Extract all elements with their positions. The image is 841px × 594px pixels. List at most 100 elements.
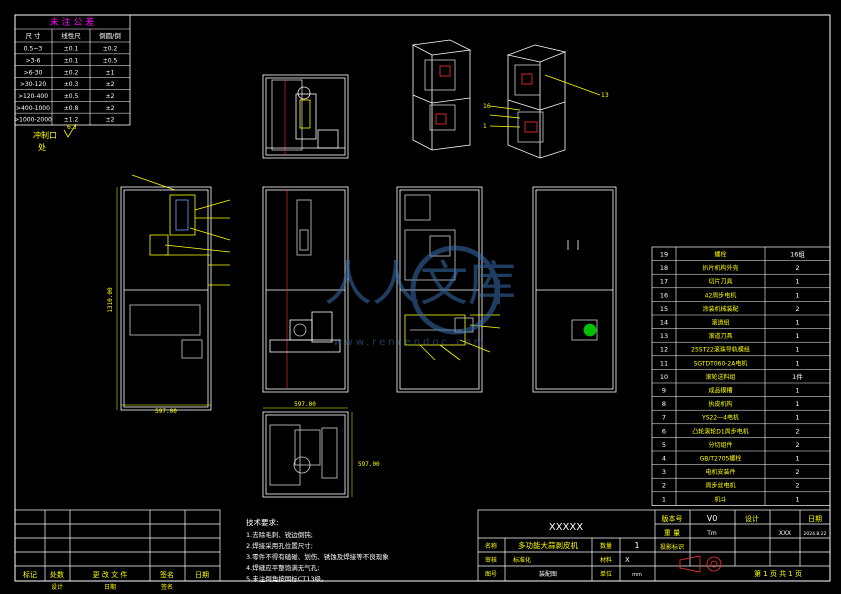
bom-name: 成品模槽 [708,387,732,395]
tb-qty-value: 1 [634,541,639,550]
bom-name: 25ST22滚珠导轨模组 [691,346,750,354]
tolerance-table: 未 注 公 差 尺 寸线性尺倒圆/倒 0.5~3±0.1±0.2>3-6±0.1… [14,14,131,126]
bom-no: 10 [660,373,668,381]
tolerance-rows: 0.5~3±0.1±0.2>3-6±0.1±0.5>6-30±0.2±1>30-… [14,46,130,124]
bom-name: 凸轮滚轮D1周步电机 [692,427,748,435]
tolerance-header-cell: 线性尺 [61,31,81,40]
revision-header: 更 改 文 件 [93,570,128,579]
bom-qty: 2 [795,468,799,476]
bom-name: 滚轮送料组 [705,373,735,381]
tb-check-label: 审核 [485,556,497,564]
isometric-view-right [489,44,601,159]
bom-no: 7 [662,414,666,422]
top-depth-dim: 597.00 [358,461,380,468]
iso-label-b: 16 [483,103,491,110]
tolerance-cell: ±0.8 [64,105,79,112]
bom-no: 12 [660,346,668,354]
tb-drawing-name: 多功能大蒜剥皮机 [518,540,578,550]
bom-qty: 1 [795,291,799,299]
revision-header-2: 签名 [161,583,173,591]
bom-qty: 1 [795,332,799,340]
iso-label-a: 13 [601,92,609,99]
front-view [116,174,231,411]
tb-drawingno-label: 图号 [485,571,497,578]
tech-note-item: 1.去除毛刺、锐边倒钝; [246,530,313,539]
tb-name-label: 名称 [485,542,497,550]
bom-name: SGTDT060-2A电机 [694,359,748,367]
tech-note-item: 4.焊缝应平整饱满无气孔; [246,563,319,572]
tolerance-cell: >30-120 [20,81,46,88]
bom-qty: 1件 [792,372,803,381]
tb-sheet: 第 1 页 共 1 页 [754,569,802,578]
revision-header-2: 日期 [104,583,116,591]
projection-symbol-icon [679,555,722,573]
bom-name: GB/T2705螺栓 [700,455,742,463]
bom-name: 执皮机构 [708,400,732,408]
revision-header: 标记 [23,570,37,579]
bom-qty: 1 [795,278,799,286]
bom-name: 扒片机构外壳 [702,264,738,272]
bom-qty: 1 [795,359,799,367]
bom-qty: 1 [795,495,799,503]
tb-version-value: V0 [707,514,718,523]
bom-name: 切片刀具 [708,278,732,286]
tolerance-cell: ±0.1 [64,46,79,53]
tb-material-label: 材料 [600,556,612,564]
revision-header: 处数 [50,570,64,579]
top-width-dim: 597.00 [294,401,316,408]
tb-qty-label: 数量 [600,542,612,550]
watermark-sub: www.renrendoc.com [333,337,486,348]
tech-notes: 技术要求: 1.去除毛刺、锐边倒钝;2.焊接采用孔位置尺寸;3.零件不得有磕碰、… [246,517,389,583]
bom-no: 9 [662,387,666,395]
bom-name: 滚道组 [711,319,729,327]
tb-weight-label: 重 量 [664,529,680,537]
bom-no: 16 [660,291,668,299]
punch-note-line2: 处 [38,142,46,152]
bom-qty: 1 [795,319,799,327]
tb-drawingno-value: 装配图 [539,570,557,578]
bom-no: 19 [660,251,668,259]
bom-no: 8 [662,400,666,408]
tb-xxxxx: XXXXX [549,522,583,533]
tolerance-title: 未 注 公 差 [50,16,95,28]
tech-note-item: 3.零件不得有磕碰、划伤、锈蚀及焊接等不良现象 [246,552,389,561]
bom-name: 周步丝电机 [705,482,735,490]
tb-design-label: 设计 [745,514,759,523]
back-view [532,186,617,393]
tolerance-cell: ±0.5 [103,57,118,64]
side-view-1 [262,186,349,393]
tolerance-cell: ±2 [106,117,115,124]
revision-header: 签名 [160,570,174,579]
tb-date-value: 2024.8.22 [804,531,827,537]
tb-std-label: 标准化 [513,556,531,564]
tech-note-item: 2.焊接采用孔位置尺寸; [246,541,313,550]
tolerance-cell: ±2 [106,81,115,88]
iso-label-c: 1 [483,123,487,130]
top-small-view [262,74,349,159]
bom-qty: 1 [795,346,799,354]
tolerance-header-cell: 尺 寸 [25,31,41,40]
bom-qty: 2 [795,482,799,490]
tb-proj-label: 投影标识 [660,543,684,551]
isometric-view-left [411,39,472,151]
tolerance-cell: ±1.2 [64,117,79,124]
bom-qty: 16组 [790,250,805,259]
tolerance-cell: >6-30 [24,69,43,76]
bom-no: 17 [660,278,668,286]
tb-unit-value: mm [632,572,642,578]
tolerance-header-row: 尺 寸线性尺倒圆/倒 [15,31,130,43]
bom-qty: 1 [795,387,799,395]
bom-name: 涂装机械装配 [702,305,738,313]
tb-material-value: X [625,556,630,564]
roughness-value: 6.3 [67,124,77,131]
bom-qty: 1 [795,455,799,463]
bom-no: 1 [662,495,666,503]
tolerance-cell: ±2 [106,93,115,100]
tolerance-cell: ±0.2 [64,69,79,76]
tb-version-label: 版本号 [662,514,683,523]
bom-name: 分切组件 [708,441,732,449]
bom-name: 机斗 [714,495,726,503]
revision-header: 日期 [195,571,209,579]
roughness-symbol [63,123,77,138]
